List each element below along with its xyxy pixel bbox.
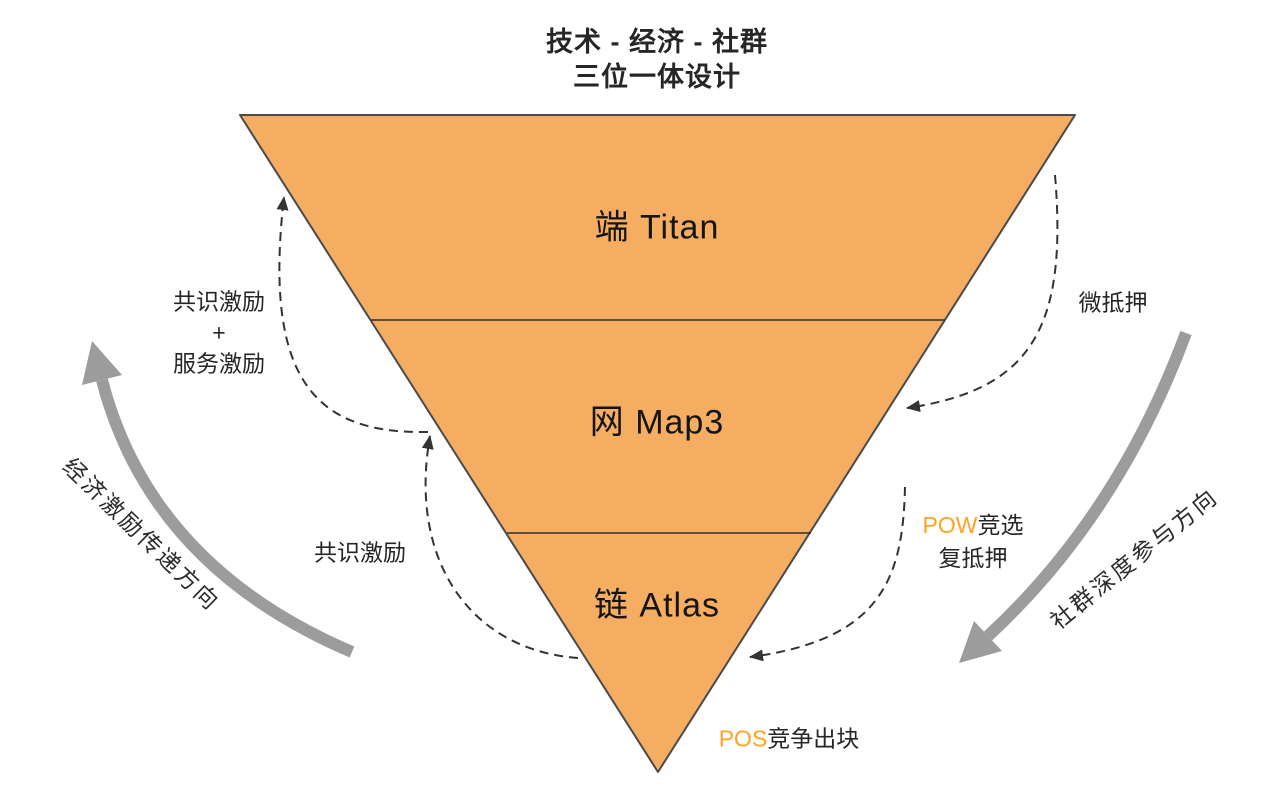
label-consensus-service-line3: 服务激励 — [173, 350, 265, 377]
dashed-arrow-map3-to-titan — [276, 196, 429, 434]
label-pow-election: POW竞选 复抵押 — [923, 509, 1024, 575]
dashed-arrow-atlas-to-map3 — [421, 435, 579, 659]
label-consensus-service-line1: 共识激励 — [173, 288, 265, 315]
label-pow-line1: POW竞选 — [923, 509, 1024, 542]
dashed-arrow-titan-to-map3 — [906, 174, 1059, 413]
flow-arrow-community-head — [959, 621, 1002, 663]
label-pos-block-production: POS竞争出块 — [719, 724, 860, 755]
layer-label-titan: 端 Titan — [594, 208, 720, 247]
pos-suffix: 竞争出块 — [767, 725, 860, 752]
pow-suffix: 竞选 — [977, 512, 1024, 538]
layer-label-atlas: 链 Atlas — [593, 586, 721, 625]
diagram-title: 技术 - 经济 - 社群 三位一体设计 — [546, 25, 768, 95]
layer-label-map3: 网 Map3 — [589, 403, 725, 442]
label-micro-pledge: 微抵押 — [1078, 289, 1148, 316]
diagram-title-line1: 技术 - 经济 - 社群 — [546, 27, 768, 57]
pow-highlight: POW — [922, 512, 978, 538]
diagram-title-line2: 三位一体设计 — [573, 62, 741, 92]
label-pow-line2: 复抵押 — [938, 545, 1008, 571]
pos-highlight: POS — [718, 725, 768, 752]
pyramid-shape — [239, 114, 1076, 773]
flow-arrow-economic — [96, 378, 355, 658]
label-consensus-service-line2: + — [212, 319, 226, 346]
dashed-arrow-map3-to-atlas — [749, 486, 906, 662]
flow-arrow-economic-head — [82, 341, 122, 385]
flow-arrow-community — [983, 330, 1192, 641]
label-consensus-incentive: 共识激励 — [314, 539, 406, 566]
label-consensus-service-incentive: 共识激励 + 服务激励 — [173, 287, 265, 380]
